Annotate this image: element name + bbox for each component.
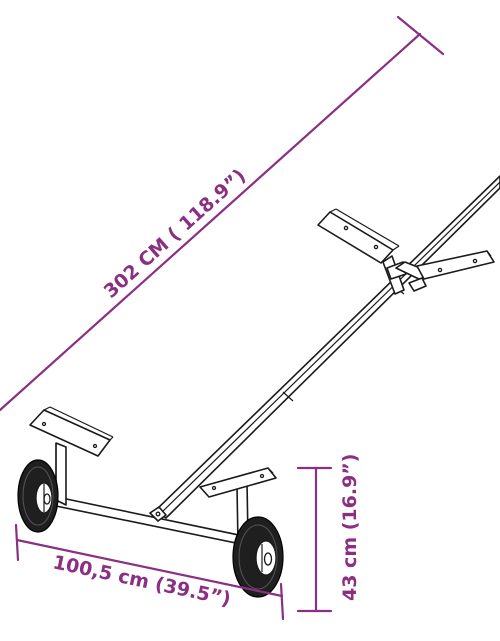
upper-right-bunk-pad	[416, 250, 495, 280]
rear-right-bunk-pad	[199, 467, 277, 498]
height-dimension: 43 cm (16.9”)	[296, 454, 361, 613]
height-dimension-label: 43 cm (16.9”)	[339, 454, 361, 601]
length-dimension-line	[0, 32, 422, 412]
width-right-tick	[279, 582, 285, 621]
axle-frame	[29, 406, 277, 549]
length-dimension-end-tick	[396, 15, 445, 56]
upper-left-bunk-pad	[317, 211, 394, 264]
width-dimension-label: 100,5 cm (39.5”)	[51, 551, 233, 610]
length-dimension: 302 CM ( 118.9”)	[0, 15, 445, 412]
width-dimension-line	[15, 538, 284, 598]
upper-crossbar	[317, 208, 495, 295]
width-left-tick	[14, 523, 20, 562]
right-wheel	[232, 516, 284, 598]
left-wheel	[17, 459, 59, 533]
length-dimension-label: 302 CM ( 118.9”)	[100, 165, 251, 303]
